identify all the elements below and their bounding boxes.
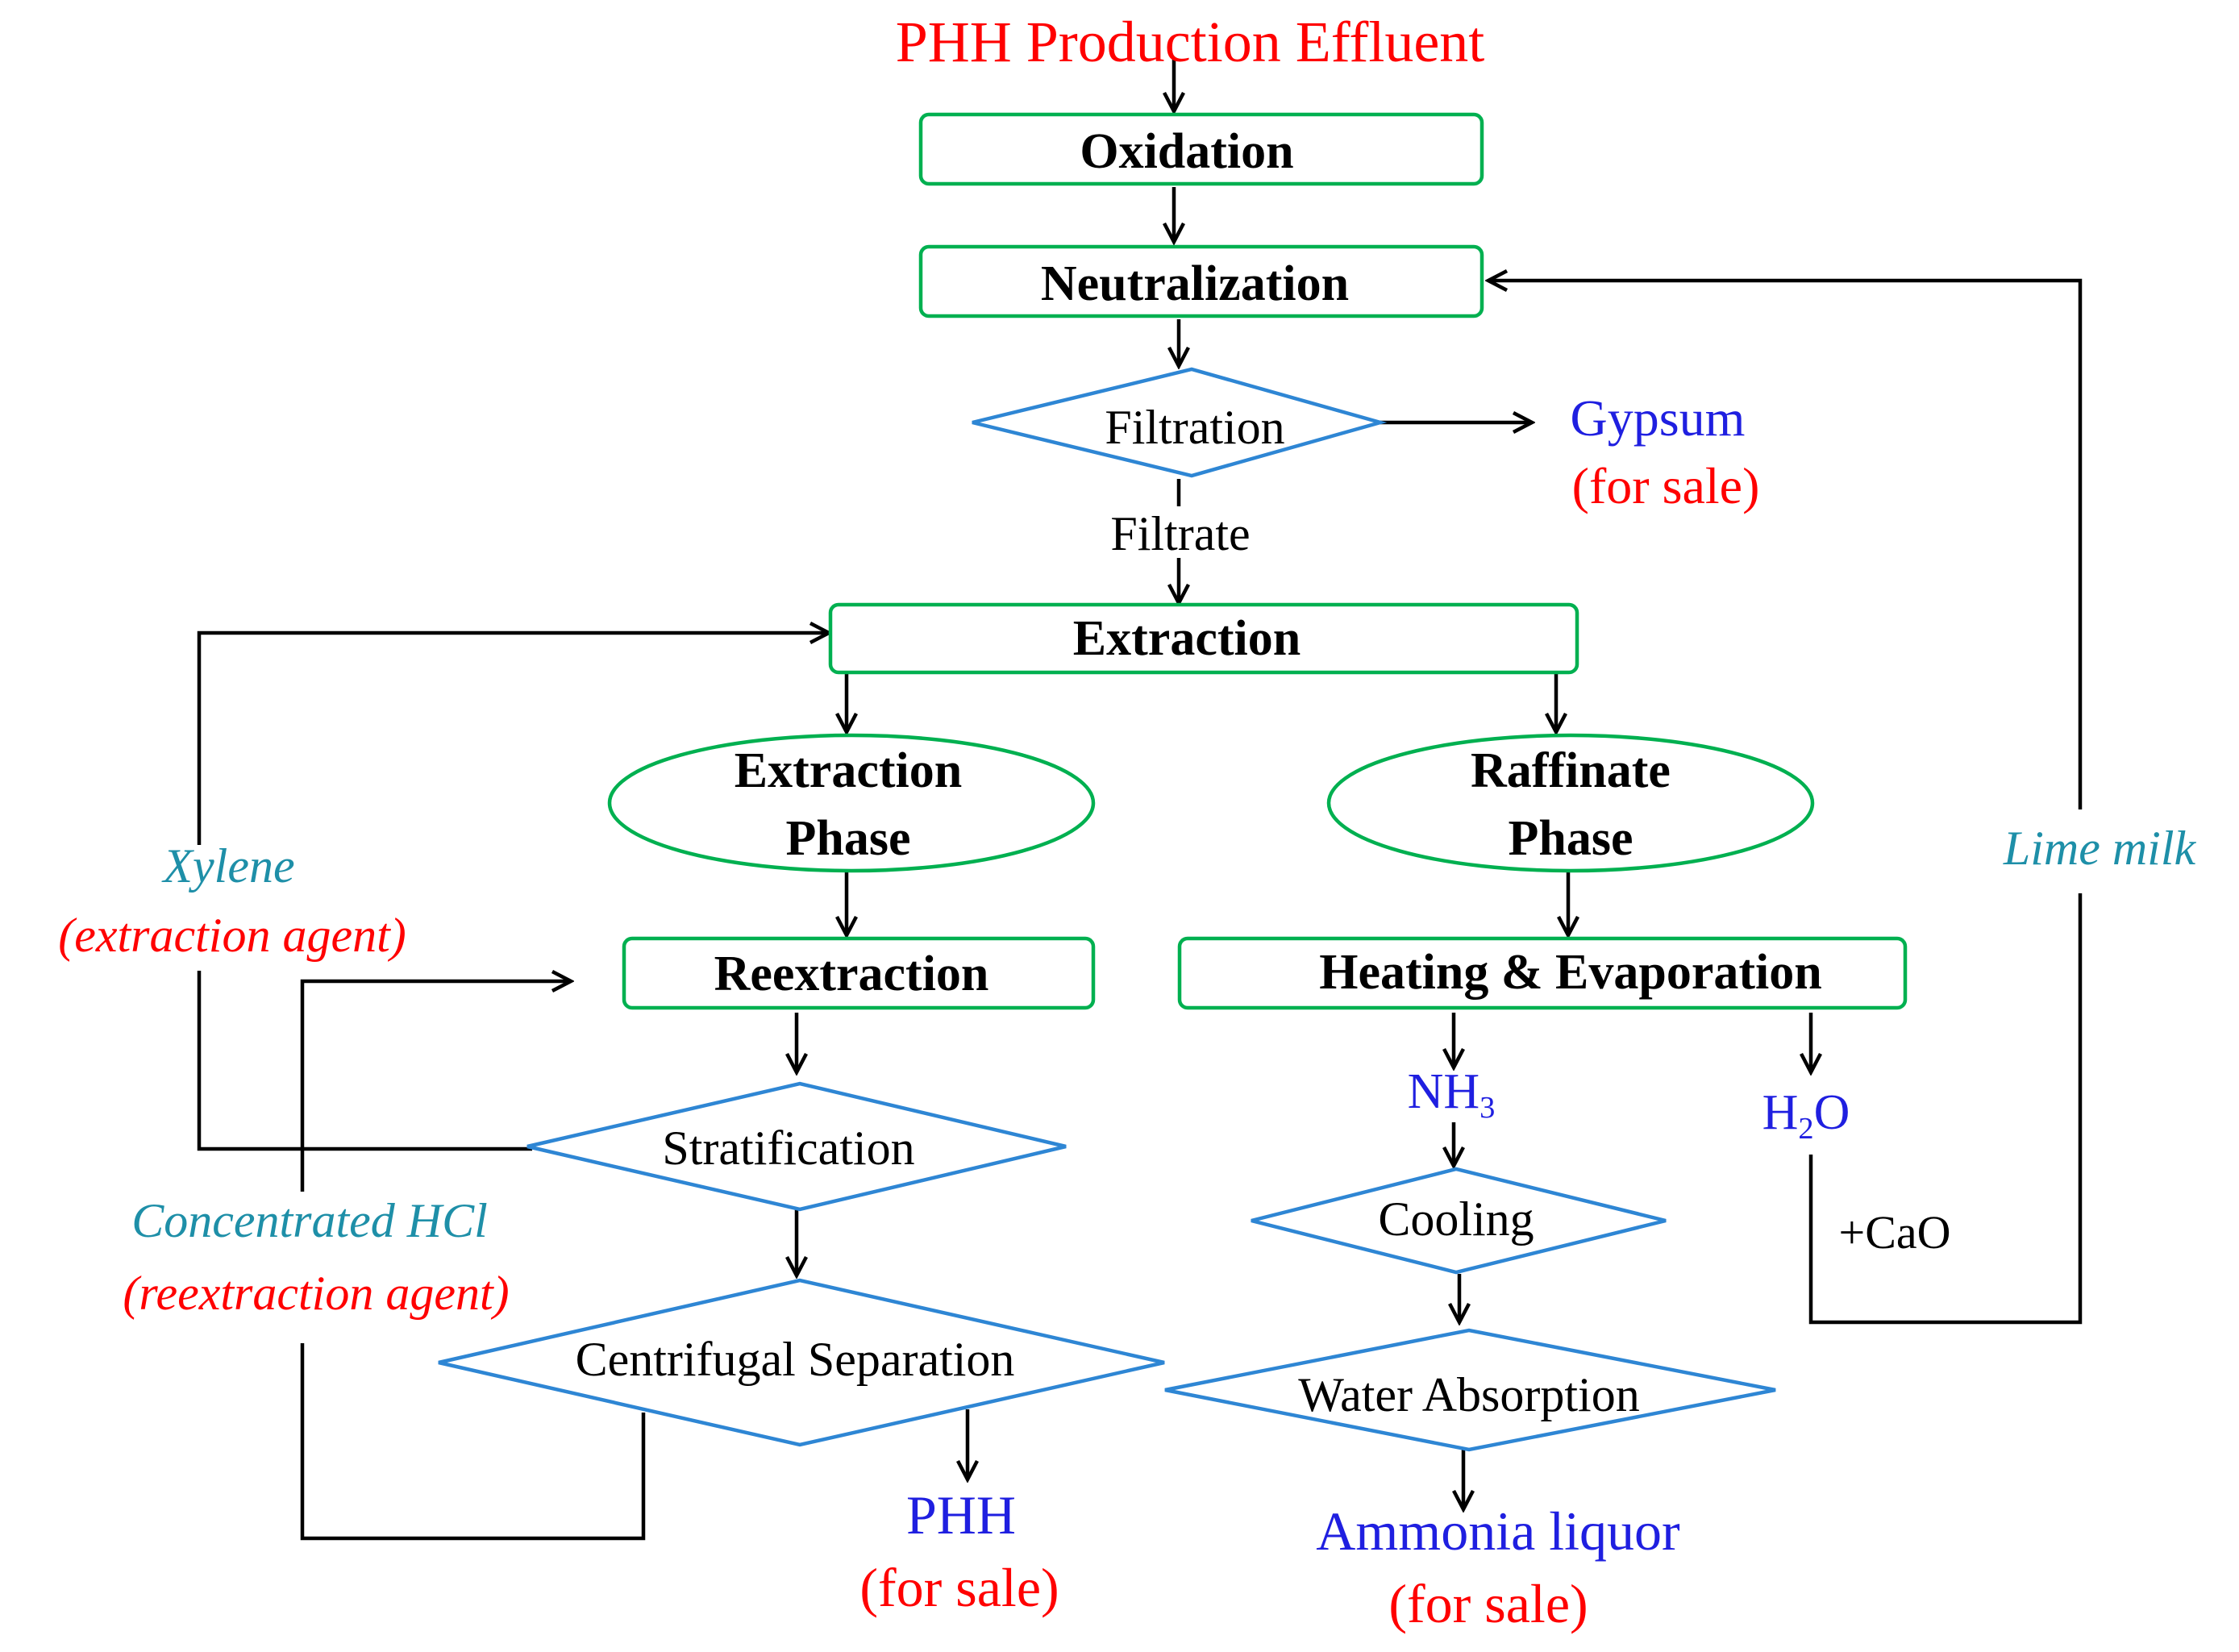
reextraction-label: Reextraction bbox=[714, 947, 989, 1001]
cao-label: +CaO bbox=[1838, 1206, 1950, 1259]
stratification-diamond bbox=[526, 1081, 1067, 1212]
h2o-label: H2O bbox=[1762, 1085, 1850, 1146]
heating-evaporation-label: Heating & Evaporation bbox=[1319, 945, 1821, 1000]
filtration-diamond bbox=[972, 367, 1388, 478]
filtration-label: Filtration bbox=[1105, 401, 1284, 454]
h2o-subscript: 2 bbox=[1798, 1112, 1813, 1146]
process-shapes bbox=[438, 112, 1908, 1452]
oxidation-label: Oxidation bbox=[1080, 124, 1293, 179]
extraction-box bbox=[828, 602, 1579, 675]
phh-note: (for sale) bbox=[859, 1557, 1059, 1618]
nh3-label: NH3 bbox=[1408, 1064, 1496, 1125]
centrifugal-separation-label: Centrifugal Separation bbox=[576, 1333, 1015, 1386]
raffinate-phase-label-line1: Raffinate bbox=[1471, 743, 1671, 798]
phh-label: PHH bbox=[906, 1484, 1016, 1546]
raffinate-phase-label-line2: Phase bbox=[1509, 811, 1633, 866]
cooling-diamond bbox=[1251, 1167, 1667, 1275]
arrow-lime-milk-recycle bbox=[1808, 893, 2083, 1325]
diagram-title: PHH Production Effluent bbox=[896, 10, 1485, 74]
water-absorption-label: Water Absorption bbox=[1298, 1368, 1639, 1421]
neutralization-box bbox=[918, 244, 1484, 318]
h2o-o: O bbox=[1814, 1085, 1850, 1140]
arrow-hcl-recycle-upper bbox=[300, 981, 571, 1192]
extraction-phase-label-line1: Extraction bbox=[735, 743, 962, 798]
gypsum-note: (for sale) bbox=[1572, 457, 1760, 514]
ammonia-liquor-note: (for sale) bbox=[1388, 1573, 1588, 1634]
extraction-label: Extraction bbox=[1073, 611, 1301, 666]
nh3-subscript: 3 bbox=[1479, 1091, 1495, 1125]
xylene-note: (extraction agent) bbox=[58, 909, 406, 962]
arrow-lime-milk-recycle-upper bbox=[1488, 281, 2083, 809]
hcl-label: Concentrated HCl bbox=[131, 1194, 488, 1247]
raffinate-phase-ellipse bbox=[1326, 733, 1815, 873]
gypsum-label: Gypsum bbox=[1571, 389, 1746, 447]
hcl-note: (reextraction agent) bbox=[123, 1267, 509, 1320]
arrow-xylene-recycle bbox=[197, 971, 532, 1151]
stratification-label: Stratification bbox=[662, 1121, 914, 1175]
connectors bbox=[197, 58, 2083, 1541]
reextraction-box bbox=[622, 936, 1096, 1010]
arrow-xylene-recycle-upper bbox=[197, 633, 829, 845]
labels: PHH Production Effluent Oxidation Neutra… bbox=[58, 10, 2196, 1634]
arrow-hcl-recycle-lower bbox=[300, 1343, 646, 1541]
lime-milk-label: Lime milk bbox=[2003, 822, 2197, 875]
nh3-main: NH bbox=[1408, 1064, 1480, 1119]
water-absorption-diamond bbox=[1164, 1328, 1776, 1452]
extraction-phase-ellipse bbox=[607, 733, 1096, 873]
h2o-h: H bbox=[1762, 1085, 1799, 1140]
ammonia-liquor-label: Ammonia liquor bbox=[1316, 1500, 1680, 1562]
neutralization-label: Neutralization bbox=[1041, 256, 1349, 311]
filtrate-label: Filtrate bbox=[1110, 507, 1250, 560]
oxidation-box bbox=[918, 112, 1484, 186]
xylene-label: Xylene bbox=[161, 839, 294, 893]
extraction-phase-label-line2: Phase bbox=[786, 811, 911, 866]
centrifugal-separation-diamond bbox=[438, 1278, 1165, 1447]
heating-evaporation-box bbox=[1177, 936, 1908, 1010]
cooling-label: Cooling bbox=[1378, 1192, 1534, 1246]
